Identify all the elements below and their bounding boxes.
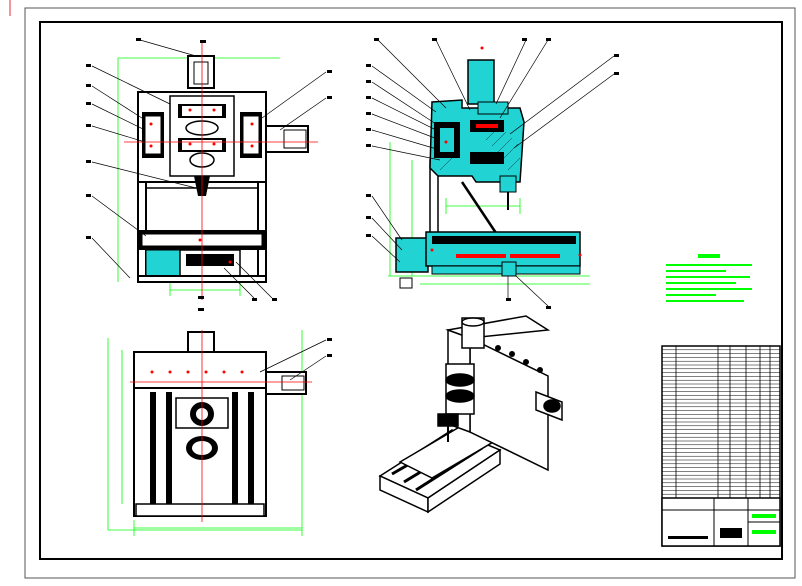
- front-view: [86, 38, 332, 311]
- outer-border: [24, 7, 796, 579]
- notes-block: [666, 254, 752, 302]
- title-block: [661, 345, 781, 547]
- isometric-view: [378, 315, 563, 514]
- side-section-view: [366, 38, 619, 309]
- top-view: [107, 330, 332, 536]
- inner-frame: [39, 21, 783, 560]
